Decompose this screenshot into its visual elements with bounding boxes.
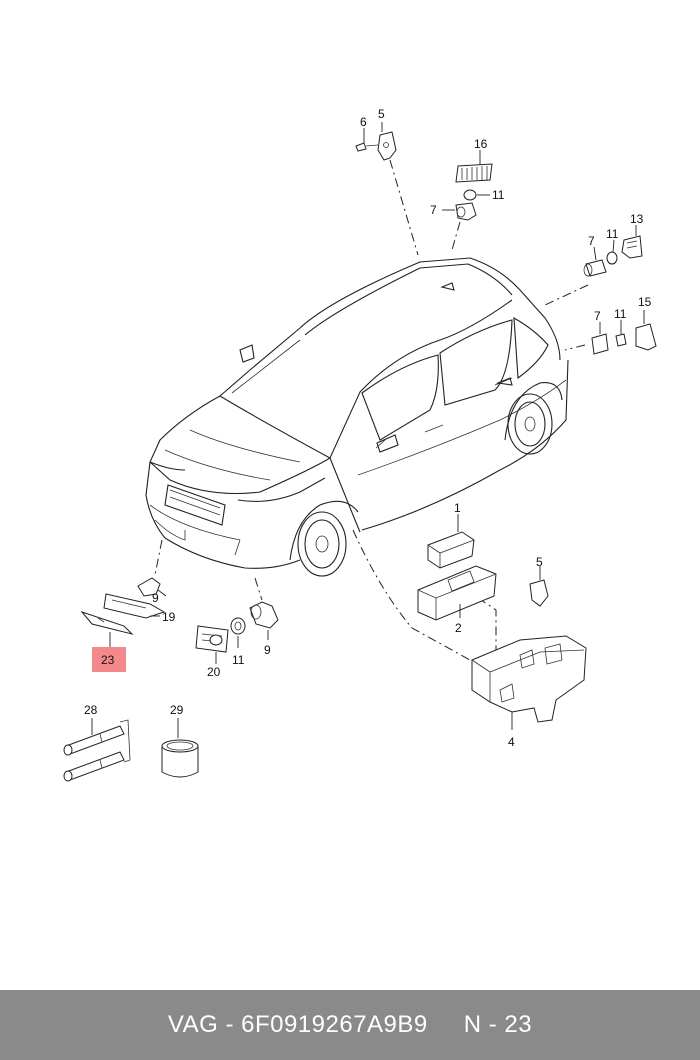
part-1: 1	[427, 501, 475, 569]
reference-leaders	[154, 159, 589, 661]
callout-6: 6	[360, 115, 367, 129]
callout-11: 11	[614, 307, 627, 321]
part-28: 28	[63, 703, 131, 782]
callout-11: 11	[606, 227, 619, 241]
part-number-footer: VAG - 6F0919267A9B9 N - 23	[0, 990, 700, 1060]
callout-11: 11	[492, 188, 505, 202]
rear-wheel	[504, 382, 563, 455]
part-6: 6	[355, 115, 379, 152]
callout-9: 9	[152, 591, 159, 605]
part-7-top: 7	[430, 202, 477, 221]
callout-7: 7	[588, 234, 595, 248]
callout-19: 19	[162, 610, 176, 624]
part-7-right-a: 7	[583, 234, 607, 277]
callout-13: 13	[630, 212, 644, 226]
callout-20: 20	[207, 665, 221, 679]
callout-4: 4	[508, 735, 515, 749]
callout-2: 2	[455, 621, 462, 635]
part-5-top: 5	[377, 107, 397, 161]
callout-9: 9	[264, 643, 271, 657]
part-2: 2	[417, 565, 497, 635]
callout-5: 5	[536, 555, 543, 569]
callout-7: 7	[594, 309, 601, 323]
callout-5: 5	[378, 107, 385, 121]
callout-29: 29	[170, 703, 184, 717]
parts-diagram: 5 6 16 11 7 13 11 7	[63, 107, 657, 782]
callout-15: 15	[638, 295, 652, 309]
part-15: 15	[635, 295, 657, 351]
part-20: 20	[195, 625, 229, 679]
part-4: 4	[471, 635, 587, 749]
part-11-front: 11	[230, 617, 246, 667]
callout-23: 23	[101, 653, 115, 667]
callout-16: 16	[474, 137, 488, 151]
callout-11: 11	[232, 653, 245, 667]
part-23: 23	[80, 610, 134, 672]
part-11-right-b: 11	[614, 307, 627, 347]
part-19: 19	[103, 593, 176, 624]
front-wheel	[289, 500, 359, 577]
part-9-front: 9	[249, 601, 279, 657]
callout-28: 28	[84, 703, 98, 717]
callout-1: 1	[454, 501, 461, 515]
callout-7: 7	[430, 203, 437, 217]
part-7-right-b: 7	[591, 309, 609, 355]
part-13: 13	[621, 212, 644, 259]
car-illustration	[145, 257, 569, 577]
part-11-right-a: 11	[606, 227, 619, 265]
part-number-label: VAG - 6F0919267A9B9	[167, 1011, 428, 1038]
part-11-top: 11	[463, 188, 505, 202]
part-29: 29	[161, 703, 199, 778]
part-16: 16	[455, 137, 493, 183]
part-9-left: 9	[137, 577, 167, 605]
page-label: N - 23	[463, 1011, 533, 1038]
callout-23-highlight	[92, 647, 126, 672]
part-5-lower: 5	[529, 555, 549, 607]
